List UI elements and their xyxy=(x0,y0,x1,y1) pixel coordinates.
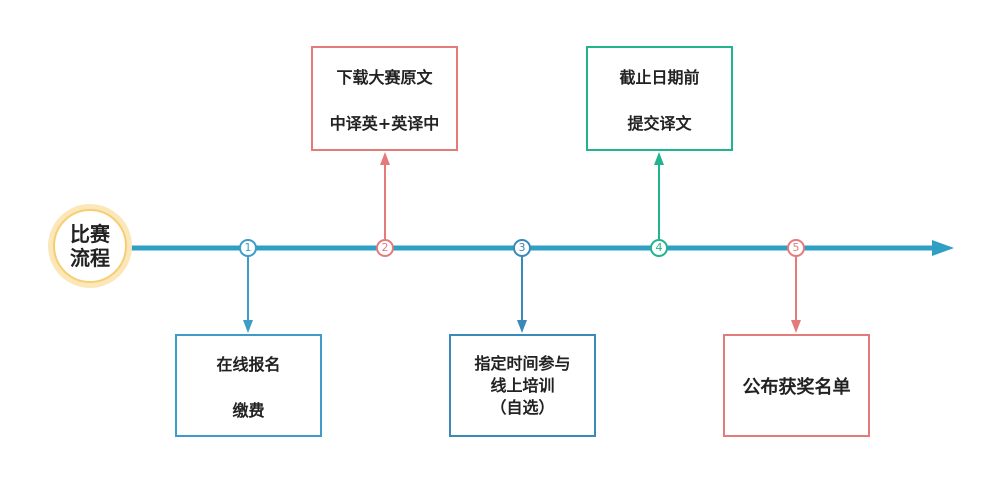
step-box-5: 公布获奖名单 xyxy=(723,334,870,437)
step-box-5-line-1: 公布获奖名单 xyxy=(742,376,851,398)
step-node-2: 2 xyxy=(376,239,394,257)
start-label-line-2: 流程 xyxy=(70,246,110,270)
step-box-3: 指定时间参与 线上培训 （自选） xyxy=(449,334,596,437)
step-box-2-line-2: 中译英+英译中 xyxy=(329,113,440,133)
start-badge-ring: 比赛 流程 xyxy=(53,209,127,283)
start-badge: 比赛 流程 xyxy=(48,204,132,288)
step-node-5-number: 5 xyxy=(792,241,800,254)
step-box-3-line-1: 指定时间参与 xyxy=(474,353,571,373)
step-node-3-number: 3 xyxy=(518,241,526,254)
step-node-5: 5 xyxy=(787,239,805,257)
step-box-2-line-1: 下载大赛原文 xyxy=(336,67,433,87)
step-node-1: 1 xyxy=(239,239,257,257)
step-box-4: 截止日期前 提交译文 xyxy=(586,46,733,151)
step-box-2: 下载大赛原文 中译英+英译中 xyxy=(311,46,458,151)
connector-3-arrow xyxy=(517,320,527,333)
step-node-4: 4 xyxy=(650,239,668,257)
step-box-3-line-2: 线上培训 xyxy=(490,375,555,395)
connector-4-arrow xyxy=(654,152,664,165)
step-box-1-line-1: 在线报名 xyxy=(216,354,281,374)
step-node-4-number: 4 xyxy=(655,241,663,254)
connector-2-arrow xyxy=(380,152,390,165)
step-box-4-line-2: 提交译文 xyxy=(627,113,692,133)
connector-1-arrow xyxy=(243,320,253,333)
step-node-1-number: 1 xyxy=(244,241,252,254)
step-box-3-line-3: （自选） xyxy=(490,397,555,417)
step-node-2-number: 2 xyxy=(381,241,389,254)
step-box-4-line-1: 截止日期前 xyxy=(619,67,700,87)
step-box-1-line-2: 缴费 xyxy=(232,400,265,420)
step-node-3: 3 xyxy=(513,239,531,257)
step-box-1: 在线报名 缴费 xyxy=(175,334,322,437)
timeline-arrowhead xyxy=(932,240,954,256)
start-label-line-1: 比赛 xyxy=(70,222,110,246)
connector-5-arrow xyxy=(791,320,801,333)
